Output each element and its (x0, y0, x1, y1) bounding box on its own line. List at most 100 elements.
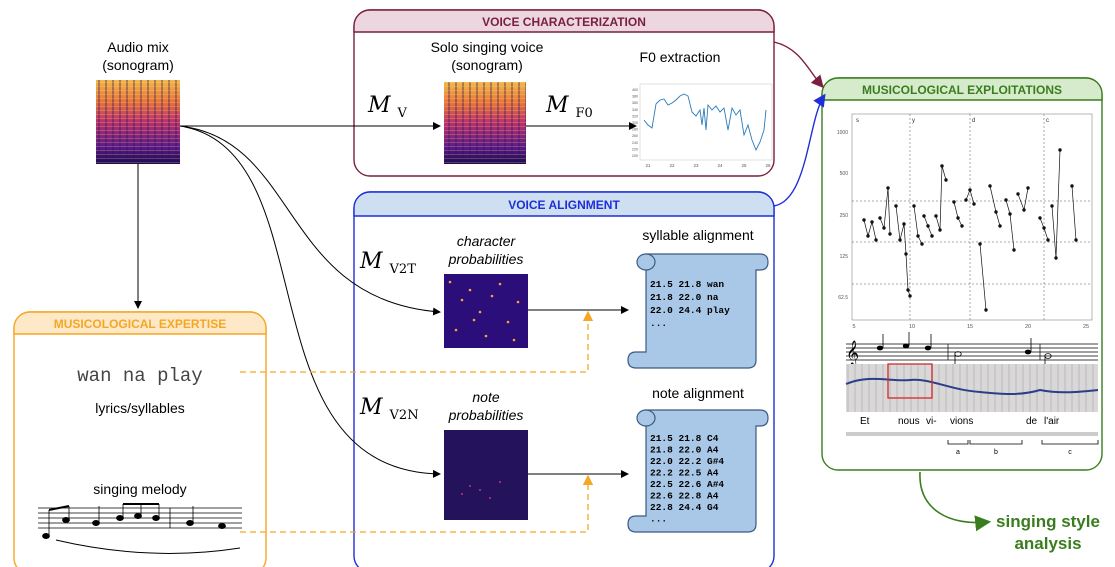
character-probability-dot (472, 318, 476, 322)
solo-voice-label-line1: Solo singing voice (431, 39, 544, 55)
f0-ytick-label: 320 (632, 114, 638, 118)
musicological-expertise-title: MUSICOLOGICAL EXPERTISE (54, 317, 226, 331)
note-alignment-title: note alignment (652, 385, 744, 401)
lyric-syllable: vi- (926, 416, 937, 427)
note-alignment-row: 22.6 22.8 A4 (650, 491, 719, 502)
plot-section-marker: s (856, 118, 859, 124)
pitch-point (984, 308, 988, 312)
voice-alignment-title: VOICE ALIGNMENT (508, 198, 620, 212)
character-probability-dot (484, 334, 488, 338)
f0-xtick-label: 24 (717, 163, 723, 168)
audio-mix-label-line2: (sonogram) (102, 57, 174, 73)
model-f0-label: M F0 (545, 93, 593, 121)
plot-section-marker: y (912, 118, 915, 124)
pitch-point (1058, 148, 1062, 152)
pitch-point (874, 238, 878, 242)
solo-sonogram (444, 82, 526, 164)
pitch-point (944, 178, 948, 182)
model-v-label: M V (367, 93, 408, 121)
pitch-segment (1071, 185, 1077, 241)
pitch-point (1070, 184, 1074, 188)
svg-text:𝄞: 𝄞 (846, 340, 859, 366)
char-prob-label-line1: character (457, 233, 517, 249)
plot-section-marker: d (972, 118, 975, 124)
character-probability-dot (512, 338, 516, 342)
pitch-point (888, 232, 892, 236)
pitch-point (930, 234, 934, 238)
syllable-alignment-row: 21.5 21.8 wan (650, 279, 724, 290)
outcome-line1: singing style (996, 512, 1100, 531)
f0-ytick-label: 340 (632, 108, 638, 112)
lyric-syllable: Et (860, 416, 870, 427)
arrow-characterization-to-exploitations (773, 41, 824, 89)
plot-section-marker: c (1046, 118, 1049, 124)
plot-xtick-label: 20 (1025, 324, 1031, 330)
pitch-point (1054, 256, 1058, 260)
pitch-point (886, 186, 890, 190)
arrow-lyrics-to-alignment (240, 310, 594, 373)
model-v2t-label: M V2T (359, 249, 416, 277)
phrase-bracket-label: a (956, 449, 960, 456)
pitch-point (1026, 186, 1030, 190)
note-probability-dot (461, 493, 463, 495)
f0-xtick-label: 21 (645, 163, 651, 168)
melody-score (38, 503, 242, 554)
note-alignment-row: 22.8 24.4 G4 (650, 502, 719, 513)
character-probability-dot (506, 320, 510, 324)
voice-characterization-title: VOICE CHARACTERIZATION (482, 15, 646, 29)
pitch-point (894, 204, 898, 208)
syllable-alignment-row: 21.8 22.0 na (650, 292, 719, 303)
syllable-alignment-title: syllable alignment (642, 227, 753, 243)
note-alignment-row: 22.5 22.6 A#4 (650, 479, 724, 490)
plot-ytick-label: 1000 (837, 130, 848, 136)
pitch-point (1038, 216, 1042, 220)
plot-xtick-label: 10 (909, 324, 915, 330)
arrow-mix-to-note-prob (179, 125, 441, 478)
pitch-point (1012, 248, 1016, 252)
pitch-point (998, 224, 1002, 228)
plot-xtick-label: 15 (967, 324, 973, 330)
f0-ytick-label: 200 (632, 154, 638, 158)
character-probability-dot (478, 310, 482, 314)
pitch-point (912, 204, 916, 208)
pitch-segment (879, 187, 891, 235)
pitch-point (908, 294, 912, 298)
lyrics-text: wan na play (77, 365, 202, 387)
pitch-point (964, 198, 968, 202)
arrow-melody-to-alignment (240, 474, 594, 533)
char-prob-label-line2: probabilities (448, 251, 524, 267)
pitch-point (972, 202, 976, 206)
voice-alignment-panel: VOICE ALIGNMENT character probabilities … (353, 191, 775, 567)
f0-ytick-label: 300 (632, 121, 638, 125)
lyric-syllable: nous (898, 416, 920, 427)
pitch-point (920, 242, 924, 246)
phrase-bracket-label: c (1068, 449, 1072, 456)
note-alignment-row: 21.8 22.0 A4 (650, 445, 719, 456)
f0-ytick-label: 380 (632, 95, 638, 99)
lyric-syllable: l'air (1044, 416, 1060, 427)
pitch-point (906, 288, 910, 292)
pitch-point (1022, 208, 1026, 212)
pitch-point (870, 220, 874, 224)
f0-extraction-label: F0 extraction (640, 49, 721, 65)
pitch-point (968, 188, 972, 192)
f0-ytick-label: 280 (632, 128, 638, 132)
character-probability-matrix (444, 274, 528, 348)
pitch-point (956, 216, 960, 220)
pitch-point (882, 226, 886, 230)
pitch-point (922, 214, 926, 218)
note-probability-dot (489, 497, 491, 499)
pitch-segment (863, 219, 877, 241)
f0-ytick-label: 260 (632, 134, 638, 138)
pitch-point (862, 218, 866, 222)
pitch-point (1046, 238, 1050, 242)
plot-ytick-label: 62.5 (838, 295, 848, 301)
character-probability-dot (460, 298, 464, 302)
pitch-point (1050, 204, 1054, 208)
pitch-segment (979, 243, 987, 311)
